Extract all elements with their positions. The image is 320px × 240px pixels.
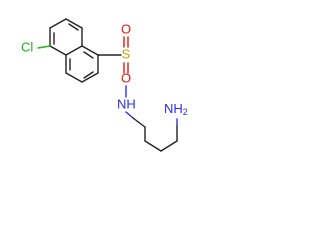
chain-bond bbox=[125, 111, 134, 119]
ring-bond bbox=[81, 45, 99, 56]
naphthalene-ring bbox=[49, 18, 99, 83]
sulfur-label: S bbox=[122, 46, 131, 61]
ring-bond bbox=[65, 45, 83, 56]
ring-bond bbox=[65, 72, 83, 83]
amine-subscript: 2 bbox=[183, 107, 188, 117]
ring-bond bbox=[81, 72, 99, 83]
double-bond-line bbox=[83, 71, 94, 79]
ring-bond bbox=[65, 18, 83, 29]
chain-bond bbox=[160, 140, 178, 152]
amine-nitrogen-label: NH2 bbox=[164, 101, 188, 117]
chemical-structure-diagram: Cl O S O NH NH2 bbox=[21, 18, 188, 152]
double-bond-line bbox=[68, 23, 79, 31]
double-bond-line bbox=[83, 51, 94, 59]
oxygen-bottom-label: O bbox=[121, 70, 131, 85]
chain-bond bbox=[132, 117, 146, 128]
chain-bond bbox=[144, 140, 162, 152]
amine-nh-text: NH bbox=[164, 101, 183, 116]
alkyl-chain bbox=[125, 111, 178, 152]
oxygen-top-label: O bbox=[121, 21, 131, 36]
chlorine-bond bbox=[37, 45, 51, 49]
ring-bond bbox=[49, 18, 67, 29]
ring-bond bbox=[49, 45, 67, 56]
chlorine-label: Cl bbox=[21, 39, 33, 54]
amide-nitrogen-label: NH bbox=[117, 96, 136, 111]
